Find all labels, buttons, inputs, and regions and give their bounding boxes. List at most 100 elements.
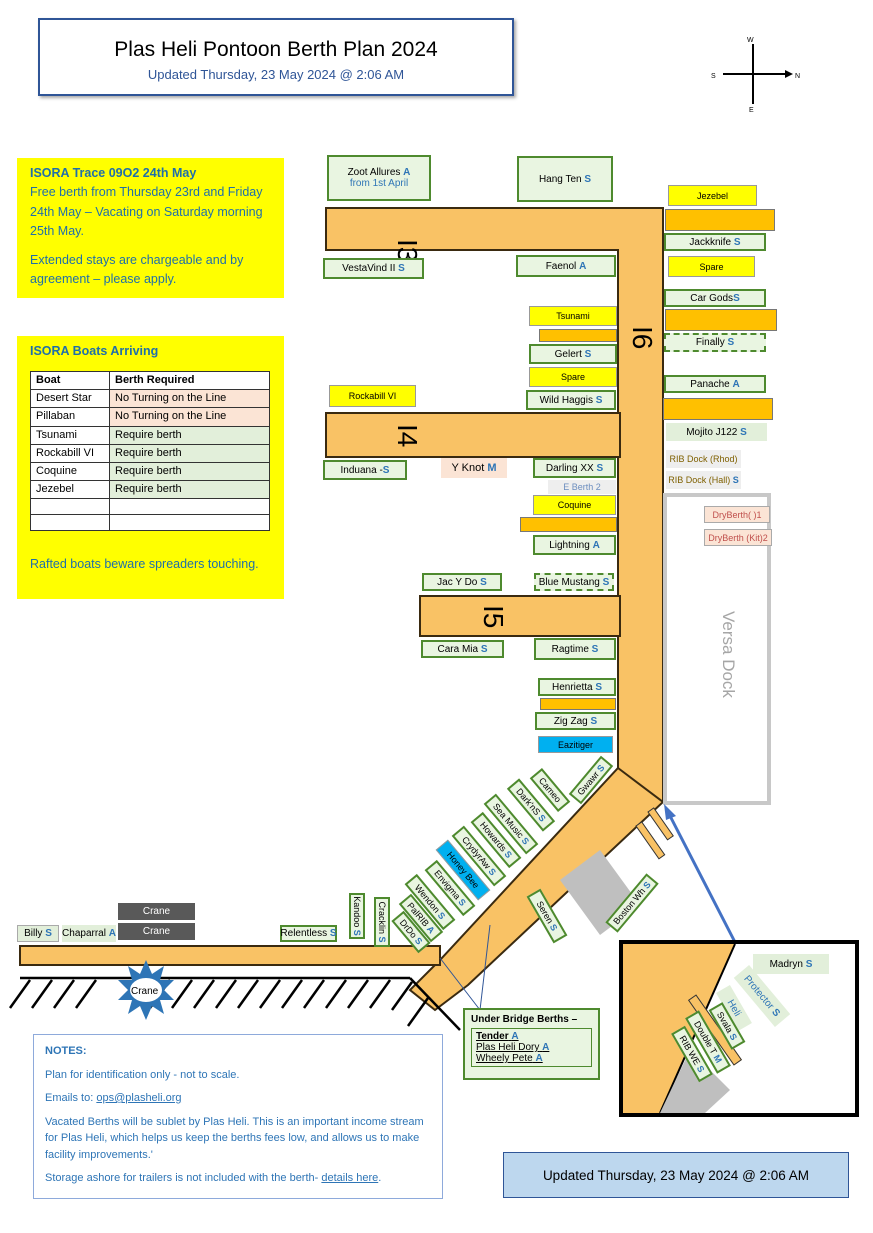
boat-name: E Berth 2 xyxy=(563,482,601,492)
berth-spare-1[interactable]: Spare xyxy=(668,256,755,277)
boat-name: RIB Dock (Rhod) xyxy=(669,454,738,464)
item-name: Tender xyxy=(476,1031,509,1042)
compass-w: W xyxy=(747,37,754,44)
berth-orange-empty[interactable] xyxy=(663,398,773,420)
berth-chaparral[interactable]: Chaparral A xyxy=(62,925,116,942)
berth-hang-ten[interactable]: Hang Ten S xyxy=(517,156,613,202)
boat-code: S xyxy=(595,394,603,406)
berth-henrietta[interactable]: Henrietta S xyxy=(538,678,616,696)
berth-orange-empty[interactable] xyxy=(665,209,775,231)
boat-name: Zoot Allures xyxy=(347,167,401,178)
table-cell: Require berth xyxy=(109,443,270,463)
berth-mojito[interactable]: Mojito J122 S xyxy=(666,423,767,441)
title-box: Plas Heli Pontoon Berth Plan 2024 Update… xyxy=(38,18,514,96)
boat-code: S xyxy=(382,464,390,476)
details-link[interactable]: details here xyxy=(321,1172,379,1184)
boat-code: S xyxy=(641,879,653,891)
berth-rockabill[interactable]: Rockabill VI xyxy=(329,385,416,407)
berth-rib-dock-rhod[interactable]: RIB Dock (Rhod) xyxy=(666,450,741,468)
berth-kandoo[interactable]: Kandoo S xyxy=(349,893,365,939)
berth-orange-empty[interactable] xyxy=(539,329,617,342)
notes-line3: Vacated Berths will be sublet by Plas He… xyxy=(45,1115,424,1161)
boat-name: RIB Dock (Hall) xyxy=(668,475,731,485)
berth-panache[interactable]: Panache A xyxy=(664,375,766,393)
berth-zoot-allures[interactable]: Zoot Allures A from 1st April xyxy=(327,155,431,201)
berth-orange-empty[interactable] xyxy=(520,517,617,532)
pontoon-i5 xyxy=(419,595,621,637)
berth-rib-dock-hall[interactable]: RIB Dock (Hall) S xyxy=(666,471,741,489)
berth-madryn[interactable]: Madryn S xyxy=(753,954,829,974)
berth-tsunami[interactable]: Tsunami xyxy=(529,306,617,326)
boat-name: Finally xyxy=(695,337,725,348)
berth-orange-empty[interactable] xyxy=(665,309,777,331)
berth-jackknife[interactable]: Jackknife S xyxy=(664,233,766,251)
crane-label: Crane xyxy=(131,986,159,997)
compass-icon: W S N E xyxy=(711,37,800,114)
table-cell: No Turning on the Line xyxy=(109,389,270,409)
boat-code: S xyxy=(519,835,532,847)
pontoon-label-i5: I5 xyxy=(478,605,509,628)
berth-y-knot[interactable]: Y Knot M xyxy=(441,458,507,478)
compass-n: N xyxy=(795,73,800,80)
table-header: Boat xyxy=(30,371,110,391)
berth-induana[interactable]: Induana - S xyxy=(323,460,407,480)
boat-code: S xyxy=(595,681,603,693)
crane-label: Crane xyxy=(142,906,171,917)
table-cell: Require berth xyxy=(109,479,270,499)
email-link[interactable]: ops@plasheli.org xyxy=(96,1092,182,1104)
boat-code: S xyxy=(727,337,735,348)
berth-darling[interactable]: Darling XX S xyxy=(533,458,616,478)
page-title: Plas Heli Pontoon Berth Plan 2024 xyxy=(114,38,438,61)
berth-eazitiger[interactable]: Eazitiger xyxy=(538,736,613,753)
boat-name: Car Gods xyxy=(690,292,734,304)
boat-code: S xyxy=(584,173,592,185)
berth-blue-mustang[interactable]: Blue Mustang S xyxy=(534,573,614,591)
berth-zig-zag[interactable]: Zig Zag S xyxy=(535,712,616,730)
under-bridge-item[interactable]: Wheely Pete A xyxy=(476,1053,587,1064)
berth-lightning[interactable]: Lightning A xyxy=(533,535,616,555)
berth-gelert[interactable]: Gelert S xyxy=(529,344,617,364)
table-cell xyxy=(109,513,270,531)
berth-billy[interactable]: Billy S xyxy=(17,925,59,942)
emails-label: Emails to: xyxy=(45,1092,97,1104)
notes-emails: Emails to: ops@plasheli.org xyxy=(45,1090,431,1107)
berth-dryberth-1[interactable]: DryBerth( )1 xyxy=(704,506,770,523)
boat-name: Coquine xyxy=(557,500,592,510)
item-code: A xyxy=(511,1031,519,1042)
berth-jac-y-do[interactable]: Jac Y Do S xyxy=(422,573,502,591)
berth-jezebel[interactable]: Jezebel xyxy=(668,185,757,206)
item-code: A xyxy=(542,1042,550,1053)
berth-finally[interactable]: Finally S xyxy=(664,333,766,352)
crane-box-1[interactable]: Crane xyxy=(118,903,195,920)
berth-cara-mia[interactable]: Cara Mia S xyxy=(421,640,504,658)
notes-line4-end: . xyxy=(378,1172,382,1184)
boat-name: Lightning xyxy=(549,539,590,551)
berth-wild-haggis[interactable]: Wild Haggis S xyxy=(526,390,616,410)
berth-faenol[interactable]: Faenol A xyxy=(516,255,616,277)
boat-code: A xyxy=(424,923,437,936)
berth-dryberth-2[interactable]: DryBerth (Kit)2 xyxy=(704,529,772,546)
boat-code: S xyxy=(486,866,499,878)
isora-boats-title: ISORA Boats Arriving xyxy=(30,344,159,358)
berth-coquine[interactable]: Coquine xyxy=(533,495,616,515)
crane-label: Crane xyxy=(142,926,171,937)
berth-cracklin[interactable]: Cracklin S xyxy=(374,897,390,947)
table-cell: No Turning on the Line xyxy=(109,407,270,427)
crane-box-2[interactable]: Crane xyxy=(118,923,195,940)
boat-note: from 1st April xyxy=(349,178,409,189)
boat-name: Chaparral xyxy=(62,928,106,939)
berth-spare-2[interactable]: Spare xyxy=(529,367,617,387)
boat-name: Faenol xyxy=(545,260,577,272)
boat-name: Henrietta xyxy=(551,681,593,693)
berth-vestavind[interactable]: VestaVind II S xyxy=(323,258,424,279)
berth-ragtime[interactable]: Ragtime S xyxy=(534,638,616,660)
pontoon-label-i4: I4 xyxy=(392,424,423,447)
under-bridge-item[interactable]: Tender A xyxy=(476,1031,587,1042)
under-bridge-item[interactable]: Plas Heli Dory A xyxy=(476,1042,587,1053)
berth-relentless[interactable]: Relentless S xyxy=(280,925,337,942)
berth-e-berth-2[interactable]: E Berth 2 xyxy=(548,480,616,494)
berth-orange-empty[interactable] xyxy=(540,698,616,710)
